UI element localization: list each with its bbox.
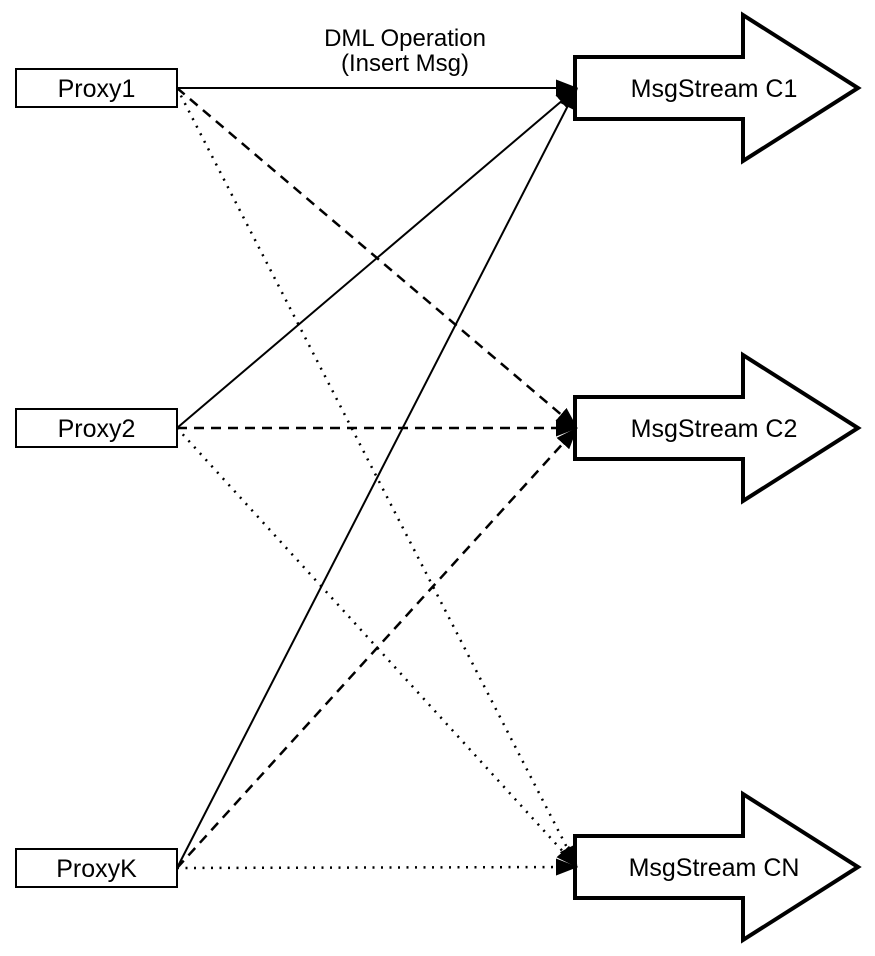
msgstream-label-msgstream-c1: MsgStream C1 (631, 75, 798, 103)
edge-annotation-line2: (Insert Msg) (341, 50, 469, 77)
proxy-node-proxyk (15, 848, 178, 888)
edge-proxy2-to-msgstream-cn (176, 427, 578, 868)
edge-proxyk-to-msgstream-c2 (176, 427, 578, 869)
proxy-label-proxy1: Proxy1 (58, 75, 136, 103)
msgstream-arrow-msgstream-cn (573, 790, 862, 944)
msgstream-arrow-msgstream-c1 (573, 11, 862, 165)
edge-annotation-line1: DML Operation (324, 25, 486, 52)
proxy-label-proxy2: Proxy2 (58, 415, 136, 443)
edge-proxy1-to-msgstream-cn (175, 87, 579, 868)
proxy-node-proxy1 (15, 68, 178, 108)
msgstream-arrow-msgstream-c2 (573, 351, 862, 505)
proxy-node-proxy2 (15, 408, 178, 448)
edge-proxyk-to-msgstream-cn (176, 858, 578, 876)
proxy-label-proxyk: ProxyK (56, 855, 137, 883)
edge-proxy1-to-msgstream-c2 (176, 87, 578, 429)
msgstream-label-msgstream-c2: MsgStream C2 (631, 415, 798, 443)
edges-layer (175, 79, 579, 876)
edge-proxyk-to-msgstream-c1 (176, 87, 578, 869)
msgstream-label-msgstream-cn: MsgStream CN (629, 854, 800, 882)
